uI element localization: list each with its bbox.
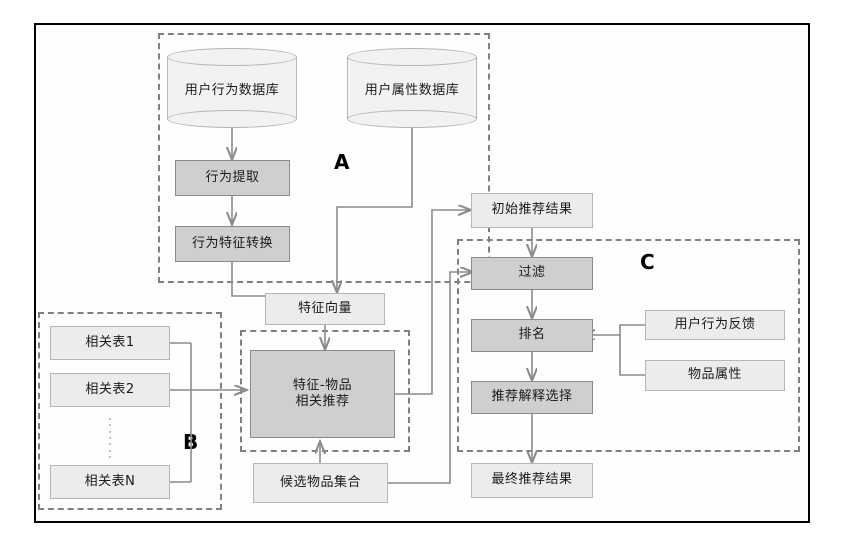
cylinder-body: [347, 57, 477, 119]
group-b-label: B: [183, 430, 199, 454]
node-item-attribute: 物品属性: [645, 360, 785, 391]
node-feature-item-recommender: 特征-物品 相关推荐: [250, 350, 395, 438]
cylinder-bottom: [347, 110, 477, 128]
node-ranking: 排名: [471, 319, 593, 352]
node-label: 用户行为数据库: [184, 82, 280, 98]
node-behavior-feature-transform: 行为特征转换: [175, 226, 290, 262]
node-user-behavior-db: 用户行为数据库: [167, 48, 297, 128]
cylinder-body: [167, 57, 297, 119]
cylinder-top: [347, 48, 477, 66]
group-c-label: C: [640, 250, 655, 274]
node-user-profile-db: 用户属性数据库: [347, 48, 477, 128]
node-candidate-item-set: 候选物品集合: [253, 463, 388, 503]
vertical-ellipsis: [109, 418, 111, 458]
cylinder-top: [167, 48, 297, 66]
node-behavior-extract: 行为提取: [175, 160, 290, 196]
node-label-line2: 相关推荐: [295, 394, 350, 409]
node-label-line1: 特征-物品: [292, 377, 353, 393]
group-b-box: [38, 312, 222, 510]
node-label: 用户属性数据库: [364, 82, 460, 98]
node-feature-vector: 特征向量: [265, 293, 385, 325]
node-related-table-2: 相关表2: [50, 373, 170, 407]
group-a-box: [158, 33, 490, 283]
node-related-table-1: 相关表1: [50, 326, 170, 360]
node-user-behavior-feedback: 用户行为反馈: [645, 310, 785, 340]
node-filter: 过滤: [471, 257, 593, 290]
cylinder-bottom: [167, 110, 297, 128]
group-a-label: A: [334, 150, 350, 174]
node-final-rec-result: 最终推荐结果: [471, 463, 593, 498]
node-initial-rec-result: 初始推荐结果: [471, 193, 593, 228]
node-related-table-n: 相关表N: [50, 465, 170, 499]
node-rec-explain-select: 推荐解释选择: [471, 381, 593, 414]
